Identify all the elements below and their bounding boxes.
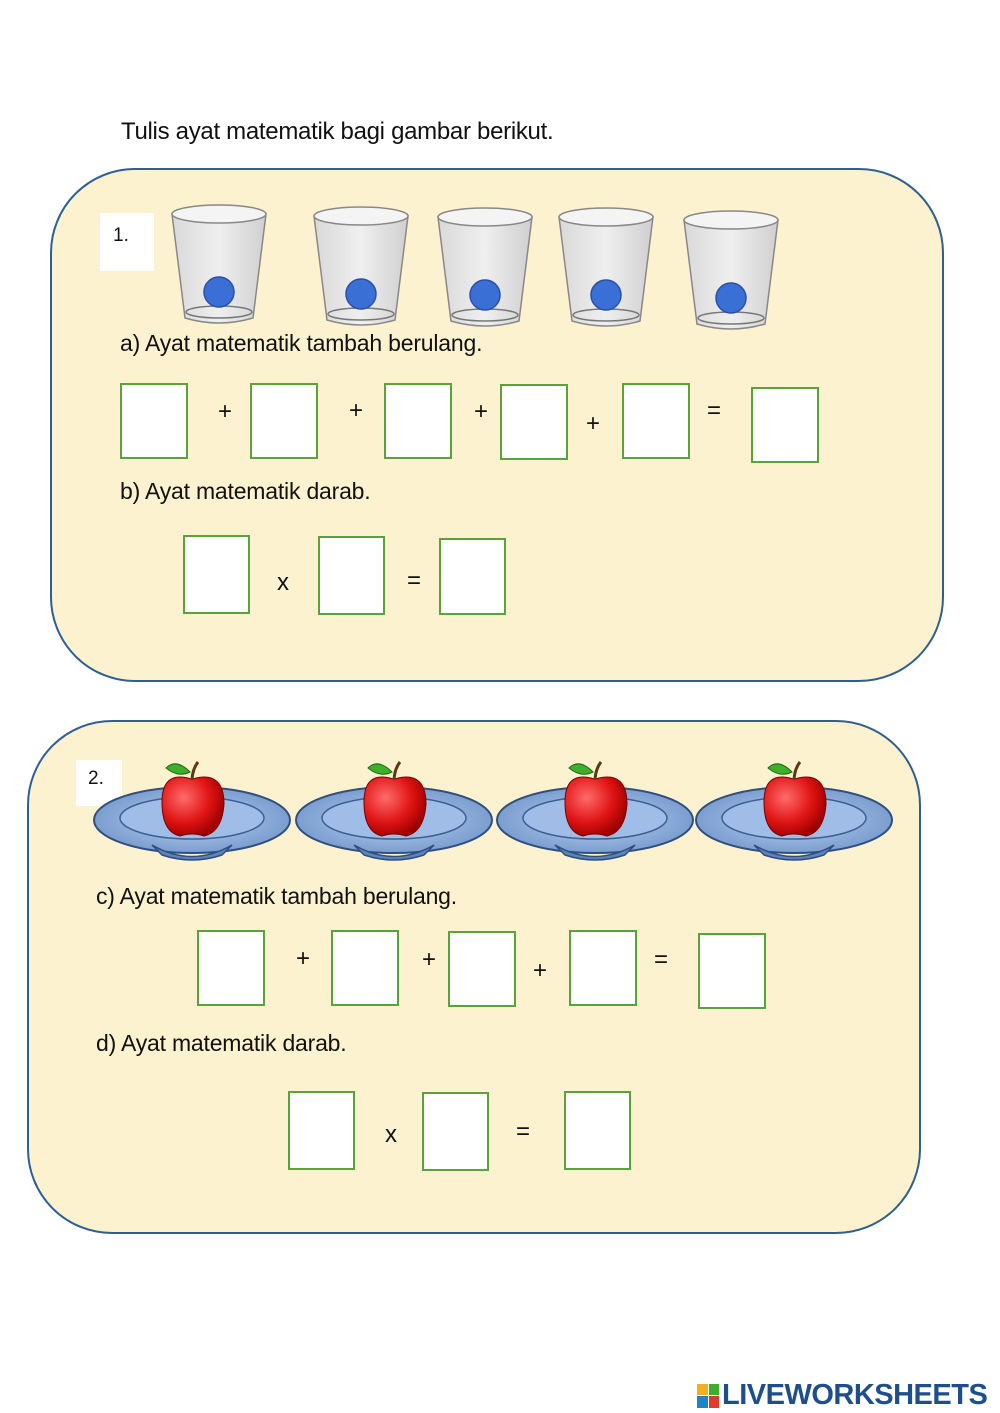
apple-on-plate-icon [93,761,291,861]
cup-with-ball-icon [437,207,533,327]
plus-sign: + [422,946,437,973]
part-a-label: a) Ayat matematik tambah berulang. [120,330,483,356]
cup-with-ball-icon [558,207,654,327]
cup-with-ball-icon [683,210,779,330]
equals-sign: = [516,1118,531,1145]
plus-sign: + [296,945,311,972]
apple-on-plate-icon [695,761,893,861]
answer-box-a1[interactable] [120,383,188,459]
answer-box-c2[interactable] [331,930,399,1006]
times-sign: x [385,1121,397,1148]
question-1-number: 1. [100,213,154,271]
answer-box-b3[interactable] [439,538,506,615]
cup-with-ball-icon [171,204,267,324]
answer-box-c3[interactable] [448,931,516,1007]
instruction-text: Tulis ayat matematik bagi gambar berikut… [121,118,554,145]
part-b-label: b) Ayat matematik darab. [120,478,371,504]
answer-box-b1[interactable] [183,535,250,614]
plus-sign: + [474,398,489,425]
answer-box-c1[interactable] [197,930,265,1006]
answer-box-d1[interactable] [288,1091,355,1170]
part-d-label: d) Ayat matematik darab. [96,1030,347,1056]
liveworksheets-logo-text: LIVEWORKSHEETS [722,1379,988,1411]
cup-with-ball-icon [313,206,409,326]
answer-box-c4[interactable] [569,930,637,1006]
part-c-label: c) Ayat matematik tambah berulang. [96,883,457,909]
equals-sign: = [407,567,422,594]
apple-on-plate-icon [496,761,694,861]
answer-box-a4[interactable] [500,384,568,460]
plus-sign: + [533,957,548,984]
plus-sign: + [349,397,364,424]
answer-box-a6[interactable] [751,387,819,463]
times-sign: x [277,569,289,596]
apple-on-plate-icon [295,761,493,861]
answer-box-b2[interactable] [318,536,385,615]
plus-sign: + [586,410,601,437]
liveworksheets-logo[interactable]: LIVEWORKSHEETS [697,1379,988,1412]
question-2-number: 2. [76,760,122,806]
answer-box-d2[interactable] [422,1092,489,1171]
answer-box-a2[interactable] [250,383,318,459]
answer-box-a5[interactable] [622,383,690,459]
answer-box-a3[interactable] [384,383,452,459]
answer-box-d3[interactable] [564,1091,631,1170]
answer-box-c5[interactable] [698,933,766,1009]
plus-sign: + [218,398,233,425]
liveworksheets-logo-icon [697,1383,719,1408]
equals-sign: = [654,946,669,973]
equals-sign: = [707,397,722,424]
